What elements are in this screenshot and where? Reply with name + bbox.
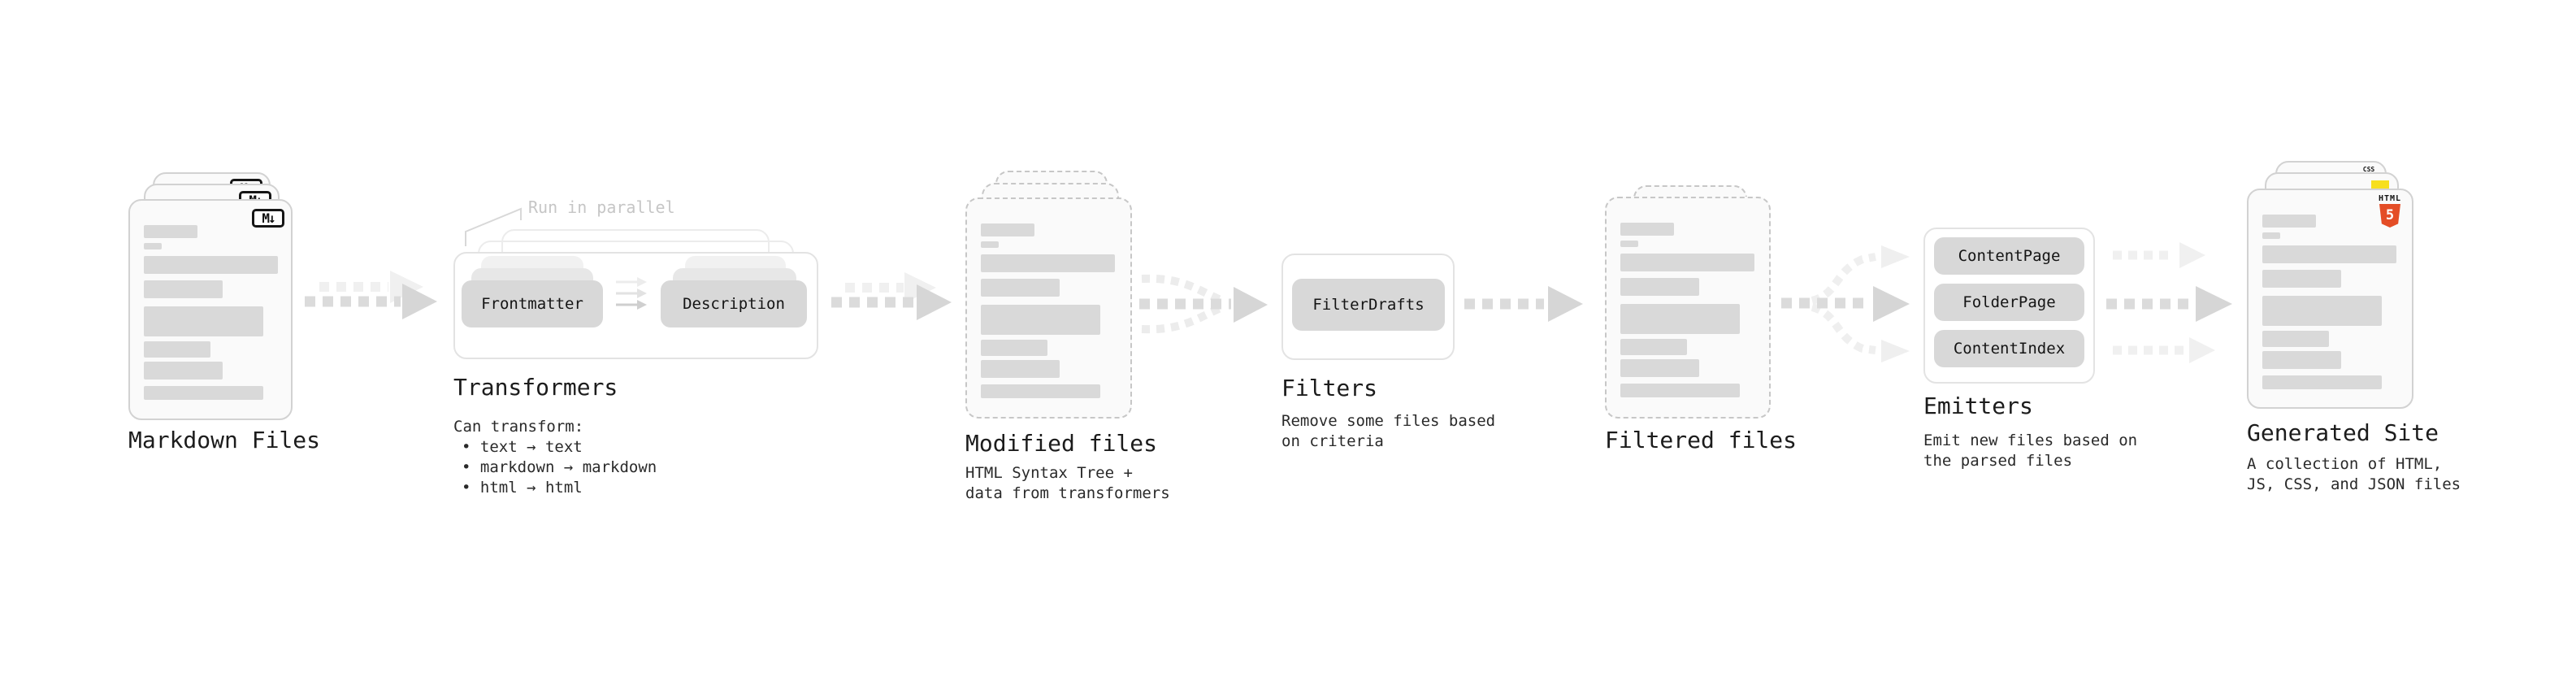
placeholder-bar xyxy=(144,256,278,274)
transformers-title: Transformers xyxy=(453,374,618,401)
description-line: • markdown → markdown xyxy=(462,458,657,476)
markdown-files-title: Markdown Files xyxy=(128,427,321,453)
placeholder-bar xyxy=(144,386,263,400)
emitters-title: Emitters xyxy=(1923,393,2033,419)
filters-description: Remove some files based on criteria xyxy=(1281,411,1495,452)
placeholder-bar xyxy=(2262,296,2382,326)
description-line: HTML Syntax Tree + xyxy=(965,464,1133,482)
description-line: data from transformers xyxy=(965,484,1170,502)
placeholder-bar xyxy=(981,254,1115,272)
markdown-file-card-front: M↓ xyxy=(128,199,293,420)
placeholder-bar xyxy=(981,384,1100,398)
filtered-file-card-front xyxy=(1605,197,1771,419)
html5-logo-shield: 5 xyxy=(2379,204,2400,228)
placeholder-bar xyxy=(1620,359,1699,377)
description-line: JS, CSS, and JSON files xyxy=(2247,475,2461,493)
flow-arrow-modified-to-filters xyxy=(1139,274,1268,334)
description-line: A collection of HTML, xyxy=(2247,455,2443,473)
placeholder-bar xyxy=(981,279,1060,297)
description-chip: Description xyxy=(661,280,807,327)
flow-arrow-transformers-to-modified xyxy=(831,272,952,320)
filters-title: Filters xyxy=(1281,375,1378,401)
description-line: on criteria xyxy=(1281,432,1384,450)
placeholder-bar xyxy=(2262,270,2341,288)
flow-arrows-emitters-to-generated xyxy=(2106,242,2232,363)
placeholder-bar xyxy=(2262,351,2341,369)
placeholder-bar xyxy=(1620,254,1754,271)
placeholder-bar xyxy=(144,280,223,298)
description-line: the parsed files xyxy=(1923,452,2073,470)
html5-logo-word: HTML xyxy=(2378,194,2402,203)
placeholder-bar xyxy=(144,306,263,336)
description-line: • text → text xyxy=(462,438,583,456)
frontmatter-chip: Frontmatter xyxy=(462,280,603,327)
html5-logo-number: 5 xyxy=(2385,207,2395,223)
placeholder-bar xyxy=(2262,331,2329,347)
placeholder-bar xyxy=(981,223,1034,236)
js-logo-icon xyxy=(2371,180,2389,189)
emitters-description: Emit new files based on the parsed files xyxy=(1923,431,2137,471)
placeholder-bar xyxy=(2262,215,2316,228)
flow-arrow-filters-to-filtered xyxy=(1464,286,1583,322)
generated-file-card-front: HTML 5 xyxy=(2247,189,2413,409)
placeholder-bar xyxy=(1620,384,1740,397)
modified-files-title: Modified files xyxy=(965,430,1158,457)
placeholder-bar xyxy=(144,362,223,380)
filterdrafts-chip: FilterDrafts xyxy=(1292,279,1445,331)
placeholder-bar xyxy=(144,243,162,249)
description-line: • html → html xyxy=(462,479,583,497)
placeholder-bar xyxy=(144,341,210,358)
modified-file-card-front xyxy=(965,197,1132,419)
description-line: Can transform: xyxy=(453,418,584,436)
flow-arrow-filtered-to-emitters xyxy=(1781,245,1910,362)
html5-logo-icon: HTML 5 xyxy=(2378,194,2402,228)
placeholder-bar xyxy=(1620,223,1674,236)
placeholder-bar xyxy=(2262,375,2382,389)
placeholder-bar xyxy=(981,340,1047,356)
css-logo-word: CSS xyxy=(2362,166,2375,173)
placeholder-bar xyxy=(2262,245,2396,263)
placeholder-bar xyxy=(981,305,1100,335)
flow-arrow-markdown-to-transformers xyxy=(305,271,437,319)
filtered-files-title: Filtered files xyxy=(1605,427,1798,453)
contentpage-chip: ContentPage xyxy=(1934,237,2084,275)
placeholder-bar xyxy=(981,360,1060,378)
generated-site-description: A collection of HTML, JS, CSS, and JSON … xyxy=(2247,454,2461,495)
placeholder-bar xyxy=(2262,232,2280,239)
generated-site-title: Generated Site xyxy=(2247,419,2439,446)
description-line: Remove some files based xyxy=(1281,412,1496,430)
placeholder-bar xyxy=(981,241,999,248)
placeholder-bar xyxy=(1620,339,1687,355)
placeholder-bar xyxy=(1620,278,1699,296)
placeholder-bar xyxy=(1620,304,1740,334)
description-line: Emit new files based on xyxy=(1923,432,2138,449)
transformers-description: Can transform: • text → text • markdown … xyxy=(453,417,657,498)
placeholder-bar xyxy=(144,225,197,238)
run-in-parallel-annotation: Run in parallel xyxy=(528,197,675,217)
contentindex-chip: ContentIndex xyxy=(1934,330,2084,367)
placeholder-bar xyxy=(1620,241,1638,247)
modified-files-description: HTML Syntax Tree + data from transformer… xyxy=(965,463,1170,504)
markdown-logo-icon: M↓ xyxy=(252,209,284,228)
folderpage-chip: FolderPage xyxy=(1934,284,2084,321)
